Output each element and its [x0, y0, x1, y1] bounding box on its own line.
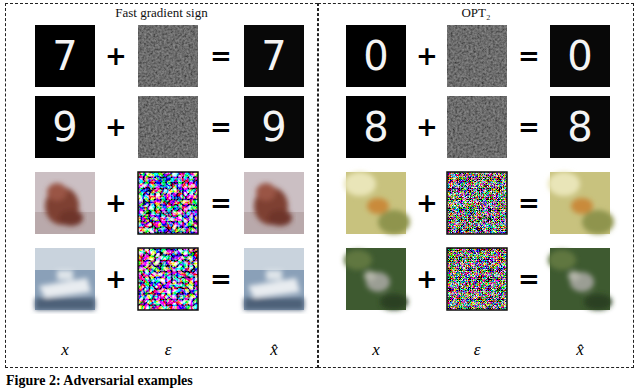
- column-label: ε: [165, 340, 172, 360]
- operator-sign: =: [210, 112, 232, 142]
- column-label: x: [61, 340, 69, 360]
- digit-glyph: 0: [363, 33, 388, 79]
- operator-sign: =: [518, 112, 540, 142]
- operator-sign: +: [416, 264, 438, 294]
- digit-glyph: 9: [52, 104, 77, 150]
- digit-glyph: 9: [261, 104, 286, 150]
- operator-sign: +: [416, 188, 438, 218]
- digit-glyph: 7: [261, 33, 286, 79]
- operator-sign: =: [518, 41, 540, 71]
- operator-sign: =: [518, 264, 540, 294]
- digit-glyph: 8: [363, 104, 388, 150]
- figure-caption: Figure 2: Adversarial examples: [6, 373, 193, 389]
- operator-sign: =: [210, 264, 232, 294]
- digit-glyph: 8: [567, 104, 592, 150]
- column-label: ε: [474, 340, 481, 360]
- operator-sign: +: [105, 41, 127, 71]
- operator-sign: =: [518, 188, 540, 218]
- digit-glyph: 0: [567, 33, 592, 79]
- column-label: x: [372, 340, 380, 360]
- operator-sign: +: [416, 41, 438, 71]
- operator-sign: +: [416, 112, 438, 142]
- operator-sign: =: [210, 188, 232, 218]
- column-label: x̂: [576, 340, 584, 360]
- panel-title: OPT₂: [319, 5, 633, 21]
- digit-glyph: 7: [52, 33, 77, 79]
- operator-sign: +: [105, 112, 127, 142]
- column-label: x̂: [270, 340, 278, 360]
- panel-title: Fast gradient sign: [6, 5, 317, 21]
- operator-sign: =: [210, 41, 232, 71]
- operator-sign: +: [105, 188, 127, 218]
- operator-sign: +: [105, 264, 127, 294]
